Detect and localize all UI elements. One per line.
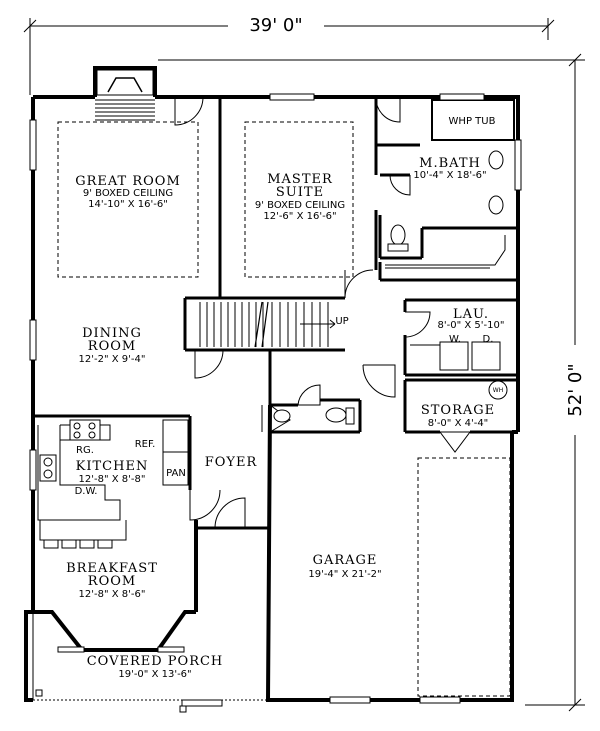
- room-size: 10'-4" X 18'-6": [413, 170, 486, 181]
- room-laundry: LAU. 8'-0" X 5'-10" W. D.: [438, 307, 505, 345]
- stairs-up-label: UP: [335, 316, 348, 327]
- sink-icon: [273, 409, 291, 423]
- washer-label: W.: [449, 334, 461, 345]
- fixtures: [39, 150, 508, 549]
- sink-icon: [488, 150, 504, 170]
- room-name: KITCHEN: [76, 459, 149, 474]
- exterior-walls: [24, 66, 520, 702]
- room-name: ROOM: [88, 339, 136, 354]
- water-heater-icon: [488, 380, 508, 400]
- toilet-icon: [325, 407, 347, 423]
- room-size: 19'-0" X 13'-6": [118, 669, 191, 680]
- room-kitchen: KITCHEN 12'-8" X 8'-8" RG. REF. PAN D.W.: [75, 439, 186, 497]
- dimension-depth: 52' 0": [158, 53, 587, 712]
- sink-icon: [488, 195, 504, 215]
- water-heater-label: WH: [493, 387, 503, 394]
- room-name: ROOM: [88, 574, 136, 589]
- room-size: 12'-8" X 8'-6": [79, 589, 146, 600]
- room-master-bath: M.BATH 10'-4" X 18'-6" WHP TUB: [413, 116, 495, 181]
- room-size: 12'-2" X 9'-4": [79, 354, 146, 365]
- room-name: MASTER: [267, 172, 333, 187]
- room-dining: DINING ROOM 12'-2" X 9'-4": [79, 326, 146, 365]
- dryer-label: D.: [483, 334, 494, 345]
- room-name: LAU.: [453, 307, 489, 322]
- dimension-depth-text: 52' 0": [565, 363, 586, 416]
- room-name: COVERED PORCH: [87, 654, 224, 669]
- room-storage: STORAGE 8'-0" X 4'-4" WH: [421, 387, 503, 429]
- dimension-width-text: 39' 0": [249, 15, 302, 36]
- room-ceiling: 9' BOXED CEILING: [83, 188, 173, 199]
- room-foyer: FOYER: [205, 455, 258, 470]
- refrigerator-label: REF.: [135, 439, 156, 450]
- tub-label: WHP TUB: [449, 116, 496, 127]
- room-garage: GARAGE 19'-4" X 21'-2": [308, 553, 381, 580]
- room-name: M.BATH: [419, 156, 481, 171]
- room-size: 14'-10" X 16'-6": [88, 199, 168, 210]
- dimension-width: 39' 0": [23, 12, 555, 95]
- room-name: DINING: [82, 326, 142, 341]
- room-name: STORAGE: [421, 403, 495, 418]
- room-great-room: GREAT ROOM 9' BOXED CEILING 14'-10" X 16…: [75, 174, 181, 210]
- room-master-suite: MASTER SUITE 9' BOXED CEILING 12'-6" X 1…: [255, 172, 345, 222]
- room-name: BREAKFAST: [66, 561, 158, 576]
- room-size: 19'-4" X 21'-2": [308, 569, 381, 580]
- room-breakfast: BREAKFAST ROOM 12'-8" X 8'-6": [66, 561, 158, 600]
- dishwasher-label: D.W.: [75, 486, 98, 497]
- pantry-label: PAN: [166, 468, 186, 479]
- room-name: GARAGE: [313, 553, 378, 568]
- room-name: SUITE: [276, 185, 324, 200]
- room-size: 8'-0" X 4'-4": [428, 418, 489, 429]
- room-ceiling: 9' BOXED CEILING: [255, 200, 345, 211]
- doors: [174, 96, 471, 529]
- room-size: 8'-0" X 5'-10": [438, 320, 505, 331]
- room-size: 12'-8" X 8'-8": [79, 474, 146, 485]
- range-label: RG.: [76, 445, 94, 456]
- fireplace: [95, 69, 155, 121]
- interior-walls: [33, 97, 518, 530]
- thin-details: [33, 121, 511, 713]
- room-name: GREAT ROOM: [75, 174, 181, 189]
- windows: [29, 93, 522, 707]
- room-covered-porch: COVERED PORCH 19'-0" X 13'-6": [87, 654, 224, 680]
- toilet-icon: [390, 224, 406, 246]
- room-size: 12'-6" X 16'-6": [263, 211, 336, 222]
